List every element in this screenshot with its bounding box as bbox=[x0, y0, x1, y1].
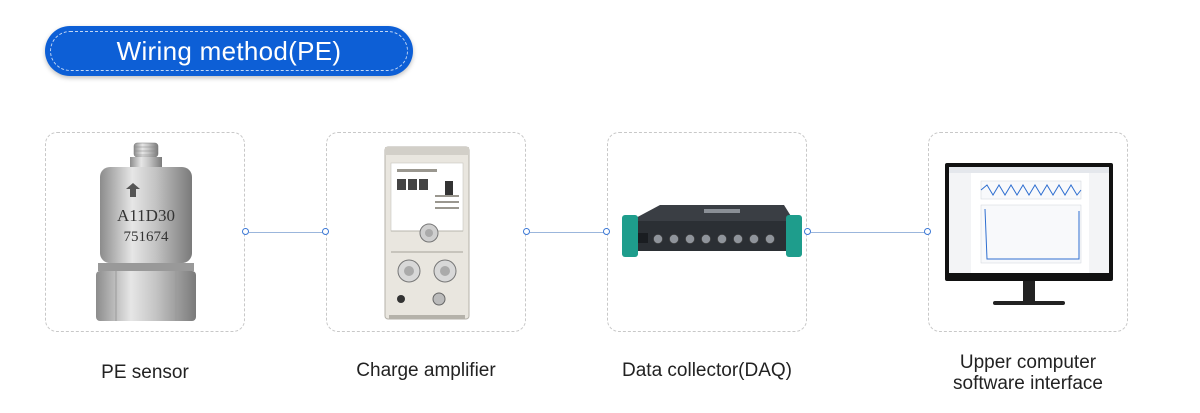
caption-charge-amplifier: Charge amplifier bbox=[356, 360, 496, 381]
connector-line-3 bbox=[811, 232, 925, 233]
connector-dot bbox=[523, 228, 530, 235]
monitor-image bbox=[945, 163, 1113, 305]
sensor-model-label: A11D30 bbox=[117, 206, 175, 225]
daq-device-image bbox=[622, 205, 802, 257]
connector-line-1 bbox=[249, 232, 323, 233]
caption-pe-sensor: PE sensor bbox=[101, 362, 189, 383]
title-banner: Wiring method(PE) bbox=[45, 26, 413, 76]
caption-upper-computer-line1: Upper computer bbox=[959, 352, 1097, 373]
caption-upper-computer: Upper computer software interface bbox=[908, 352, 1148, 394]
node-charge-amplifier bbox=[326, 132, 526, 332]
connector-dot bbox=[924, 228, 931, 235]
connector-dot bbox=[603, 228, 610, 235]
connector-dot bbox=[322, 228, 329, 235]
charge-amplifier-image bbox=[384, 146, 470, 320]
page-title: Wiring method(PE) bbox=[50, 31, 408, 71]
node-pe-sensor: A11D30 751674 bbox=[45, 132, 245, 332]
pe-sensor-image: A11D30 751674 bbox=[96, 142, 196, 321]
caption-upper-computer-line2: software interface bbox=[953, 373, 1103, 394]
caption-data-collector: Data collector(DAQ) bbox=[622, 360, 792, 381]
connector-line-2 bbox=[530, 232, 604, 233]
connector-dot bbox=[804, 228, 811, 235]
node-upper-computer bbox=[928, 132, 1128, 332]
connector-dot bbox=[242, 228, 249, 235]
sensor-serial-label: 751674 bbox=[124, 229, 170, 245]
node-data-collector bbox=[607, 132, 807, 332]
